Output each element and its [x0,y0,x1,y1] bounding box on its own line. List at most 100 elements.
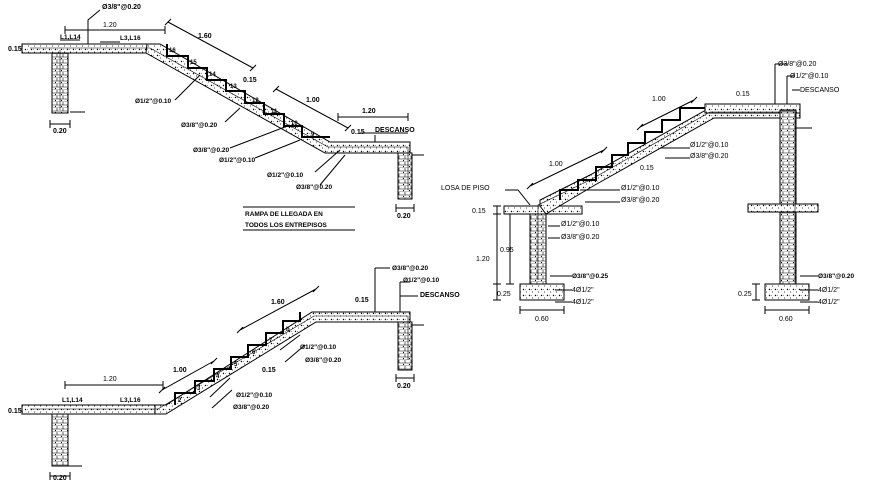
landing-post [397,152,413,200]
label-dim-025-left: 0.25 [497,291,511,298]
label-losa: LOSA DE PISO [441,185,490,192]
label-step-11: 11 [271,109,278,115]
rebar-line [30,315,409,410]
label-dim-015: 0.15 [355,297,369,304]
label-note-1: RAMPA DE LLEGADA EN [245,211,323,218]
side-tick [70,111,424,156]
dim-line-160 [236,285,320,334]
leader-l [60,39,120,43]
label-l1: L1,L14 [60,34,81,41]
label-r-top2: Ø1/2"@0.10 [403,277,440,284]
label-r3: Ø1/2"@0.10 [621,185,659,192]
label-foot-r2: 4Ø1/2" [572,287,594,294]
label-dim-120: 1.20 [103,376,117,383]
leader-mid [580,147,690,203]
label-foot-r5: 4Ø1/2" [818,287,840,294]
label-step-16: 16 [169,48,176,54]
label-r4: Ø1/2"@0.10 [219,157,256,164]
leader-r1 [174,74,346,186]
label-dim-015-left: 0.15 [472,208,486,215]
dim-vert-left [493,205,501,301]
dim-line-100 [272,85,352,132]
landing-post [397,321,413,371]
label-dim-100: 1.00 [173,367,187,374]
label-step-10: 10 [291,121,298,127]
label-r-top2: Ø1/2"@0.10 [790,73,828,80]
label-step-14: 14 [209,72,216,78]
label-dim-160: 1.60 [198,33,212,40]
base-dim-right [395,374,415,382]
label-r2: Ø3/8"@0.20 [305,357,342,364]
label-dim-015-step: 0.15 [262,367,276,374]
sloped-slab [145,43,411,154]
base-dim-right [764,306,810,314]
label-r3: Ø3/8"@0.20 [193,147,230,154]
label-l3: L3,L16 [120,35,141,42]
view-top-left: Ø3/8"@0.20 1.20 1.60 0.15 L1,L14 L3,L16 … [8,4,424,231]
base-dim-left [519,306,565,314]
label-r3: Ø1/2"@0.10 [236,392,273,399]
floor-slab-left [21,404,158,415]
leader-top [774,63,800,104]
dim-line-100 [158,357,218,394]
label-base-right: 0.20 [397,383,411,390]
base-dim-left [49,120,71,128]
label-step-9: 9 [311,132,315,138]
label-step-7: 7 [269,338,273,344]
dim-line-120 [64,26,166,34]
label-step-5: 5 [234,362,238,368]
label-r4: Ø3/8"@0.20 [621,197,659,204]
leader-foot [550,275,818,303]
label-base-060-right: 0.60 [779,316,793,323]
label-note-2: TODOS LOS ENTREPISOS [245,222,328,229]
label-r5: Ø1/2"@0.10 [561,221,599,228]
label-dim-120: 1.20 [476,256,490,263]
label-step-2: 2 [178,398,182,404]
dim-vert-left-2 [506,213,514,285]
label-foot-r6: 4Ø1/2" [818,299,840,306]
label-r1: Ø1/2"@0.10 [690,142,728,149]
label-dim-160: 1.60 [271,299,285,306]
label-r6: Ø3/8"@0.20 [296,184,333,191]
label-dim-100-top: 1.00 [652,96,666,103]
label-step-6: 6 [252,350,256,356]
dim-line-160 [164,18,257,72]
floor-slab-left [21,43,148,54]
label-step-12: 12 [252,98,259,104]
label-descanso: DESCANSO [800,87,840,94]
label-step-3: 3 [197,386,201,392]
label-descanso: DESCANSO [420,292,460,299]
dim-line-120 [64,381,164,389]
leader-top [87,9,101,44]
base-dim-left [49,472,71,480]
label-r-top1: Ø3/8"@0.20 [392,265,429,272]
right-footing [764,283,810,301]
label-foot-r4: Ø3/8"@0.20 [818,273,855,280]
label-base-left: 0.20 [53,475,67,482]
label-r1: Ø1/2"@0.10 [135,98,172,105]
left-footing [519,283,565,301]
view-right: Ø3/8"@0.20 Ø1/2"@0.10 DESCANSO 1.00 0.15… [441,61,855,323]
leader-descanso [360,132,408,142]
sloped-slab [539,109,801,215]
side-tick [68,324,424,467]
label-r4: Ø3/8"@0.20 [233,404,270,411]
label-base-right: 0.20 [397,213,411,220]
label-step-15: 15 [190,60,197,66]
label-dim-015-land: 0.15 [351,129,365,136]
rebar-line [537,111,796,282]
label-dim-120b: 1.20 [362,108,376,115]
label-r5: Ø1/2"@0.10 [267,172,304,179]
view-bottom-left: Ø3/8"@0.20 Ø1/2"@0.10 DESCANSO 1.60 0.15… [8,265,460,482]
leader-r [209,334,306,409]
dim-right-025 [752,283,760,301]
right-column [779,109,797,285]
label-r1: Ø1/2"@0.10 [300,344,337,351]
label-step-13: 13 [230,84,237,90]
left-post [51,413,69,467]
label-base-060-left: 0.60 [535,316,549,323]
label-step-4: 4 [216,374,220,380]
dim-line-120b [337,113,409,121]
label-dim-095: 0.95 [500,247,514,254]
